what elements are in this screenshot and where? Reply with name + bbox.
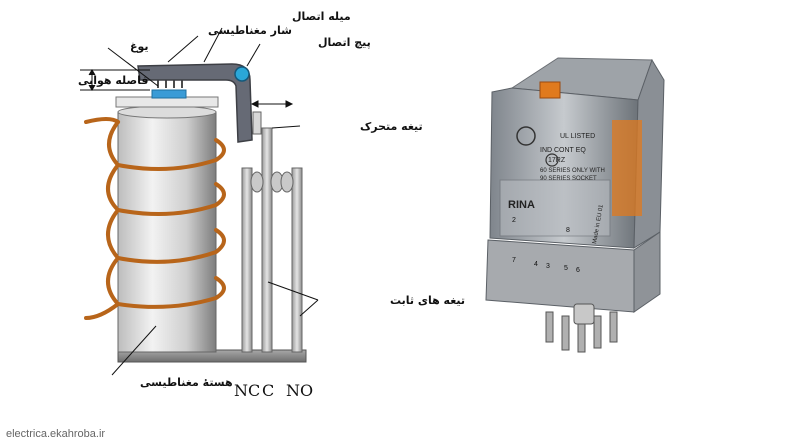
relay-logo-circle (516, 126, 536, 146)
relay-brand: RINA (508, 199, 535, 211)
relay-base (485, 239, 635, 313)
relay-base-side (633, 231, 661, 313)
blade-motion-arrow (250, 100, 294, 108)
coil-winding (84, 117, 226, 320)
relay-schematic: میله اتصال شار مغناطیسی یوغ پیچ اتصال فا… (78, 10, 465, 400)
relay-inner-frame (499, 179, 611, 237)
yoke-block (151, 89, 187, 99)
moving-blade (261, 127, 273, 353)
terminal-nc: NC (234, 381, 260, 400)
label-magnetic-flux: شار مغناطیسی (208, 24, 292, 37)
no-blade (291, 167, 303, 353)
relay-pin-3: 3 (546, 263, 550, 270)
label-magnetic-core: هستۀ مغناطیسی (140, 376, 233, 389)
label-contact-arm: میله اتصال (292, 10, 351, 23)
label-moving-blade: تیغه متحرک (360, 120, 423, 133)
relay-pin-6: 6 (576, 267, 580, 274)
relay-socket: 90 SERIES SOCKET (540, 176, 597, 182)
footer-url: electrica.ekahroba.ir (6, 428, 106, 440)
relay-pin-top-2: 2 (512, 217, 516, 224)
relay-logo-circle-2 (545, 153, 559, 167)
label-air-gap: فاصله هوایی (78, 74, 149, 87)
magnetic-core (117, 105, 217, 353)
relay-pins (545, 303, 618, 353)
label-pivot-screw: پیچ اتصال (318, 36, 371, 49)
terminal-no: NO (286, 381, 313, 400)
relay-orange-tab (539, 81, 561, 99)
leader-lines (107, 27, 319, 376)
pivot-screw (234, 66, 250, 82)
label-fixed-blades: تیغه های ثابت (390, 294, 465, 307)
relay-cert-text: UL LISTED (560, 133, 595, 140)
relay-pin-4: 4 (534, 261, 538, 268)
relay-orange-part (612, 120, 642, 216)
relay-pin-top-8: 8 (566, 227, 570, 234)
relay-ind-cont: IND CONT EQ (540, 147, 586, 154)
relay-code: 17RZ (548, 157, 566, 164)
nc-blade (241, 167, 253, 353)
relay-photo: UL LISTED IND CONT EQ 17RZ 60 SERIES ONL… (485, 57, 665, 353)
relay-pin-5: 5 (564, 265, 568, 272)
contact-points (250, 171, 294, 193)
terminal-c: C (262, 381, 274, 400)
relay-series: 60 SERIES ONLY WITH (540, 168, 605, 174)
moving-blade-tip (252, 111, 262, 135)
label-yoke: یوغ (130, 40, 149, 53)
relay-pin-7: 7 (512, 257, 516, 264)
air-gap-marker (80, 69, 150, 91)
